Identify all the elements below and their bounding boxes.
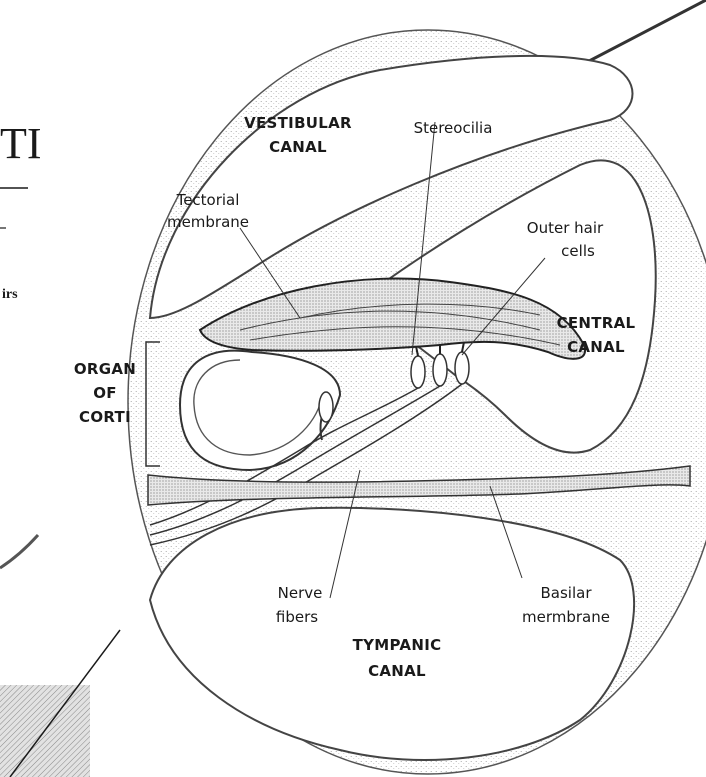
page-fragment-left: TI irs (0, 119, 120, 777)
outer-hair-label-line2: cells (561, 242, 595, 260)
tectorial-label-line2: membrane (167, 213, 249, 231)
outer-hair-label-line1: Outer hair (527, 219, 604, 237)
inner-hair-cell-body (319, 392, 333, 422)
organ-label-line1: ORGAN (74, 360, 136, 378)
edge-stroke (0, 535, 38, 568)
nerve-label-line1: Nerve (278, 584, 323, 602)
corner-letters-fragment: TI (0, 119, 42, 168)
tectorial-label-line1: Tectorial (176, 191, 240, 209)
basilar-label-line1: Basilar (541, 584, 593, 602)
side-word-fragment: irs (2, 287, 18, 302)
tympanic-label-line2: CANAL (368, 662, 426, 680)
organ-label-line2: OF (93, 384, 117, 402)
vestibular-label-line2: CANAL (269, 138, 327, 156)
basilar-label-line2: mermbrane (522, 608, 610, 626)
organ-label-line3: CORTI (79, 408, 131, 426)
nerve-label-line2: fibers (276, 608, 318, 626)
stereocilia-label: Stereocilia (414, 119, 493, 137)
tympanic-canal-space (150, 508, 634, 760)
vestibular-label-line1: VESTIBULAR (244, 114, 352, 132)
central-label-line2: CANAL (567, 338, 625, 356)
outer-hair-cell-2 (433, 354, 447, 386)
central-label-line1: CENTRAL (557, 314, 636, 332)
outer-hair-cell-3 (455, 352, 469, 384)
tympanic-label-line1: TYMPANIC (353, 636, 442, 654)
outer-hair-cell-1 (411, 356, 425, 388)
